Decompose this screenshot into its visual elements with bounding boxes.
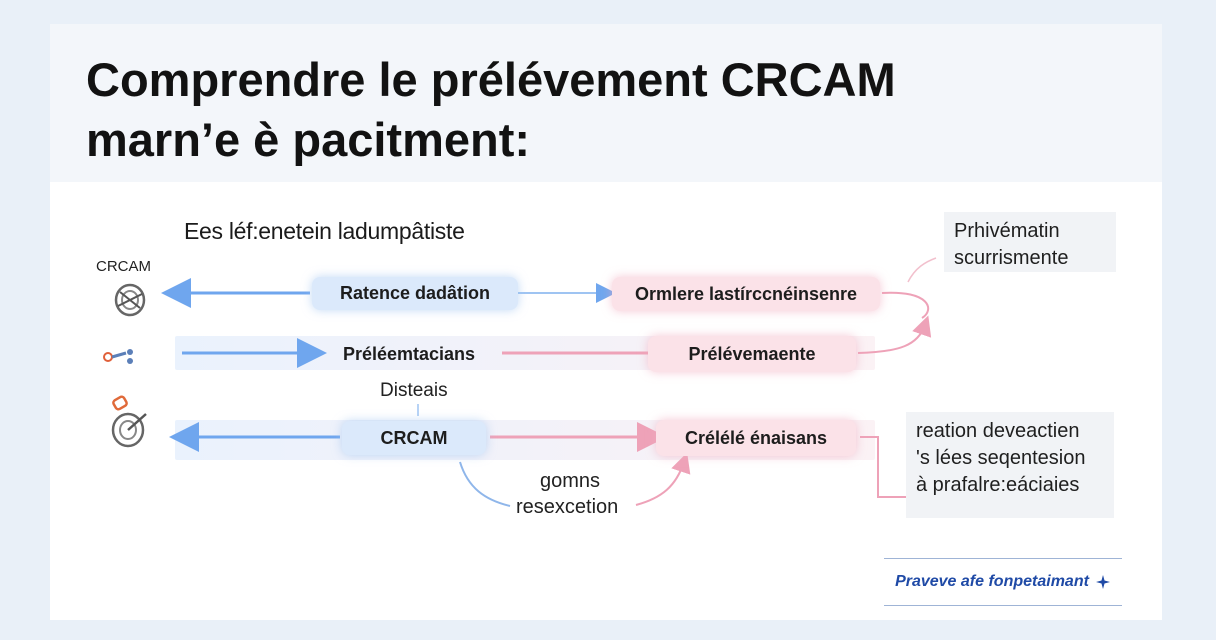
connector-icon: [103, 349, 133, 364]
curve-note-top: [907, 257, 937, 283]
tool-coil-icon: [111, 395, 147, 448]
page-title: Comprendre le prélévement CRCAM marn’e è…: [86, 50, 1086, 170]
bracket-row3-note: [860, 436, 906, 498]
title-line-2: marn’e è pacitment:: [86, 113, 531, 166]
title-line-1: Comprendre le prélévement CRCAM: [86, 53, 896, 106]
curve-down-blue: [459, 461, 511, 507]
label-disteais: Disteais: [380, 380, 448, 401]
note-bottom-line-3: à prafalre:eáciaies: [916, 474, 1080, 496]
crcam-label: CRCAM: [96, 258, 151, 275]
label-resexcetion: resexcetion: [516, 496, 619, 518]
node-row3-blue: CRCAM: [342, 421, 486, 455]
note-bottom-line-2: 's lées seqentesion: [916, 447, 1086, 469]
node-row3-pink: Crélélé énaisans: [656, 420, 856, 456]
node-row2-blue: Préléemtacians: [342, 343, 476, 364]
note-top: Prhivématin scurrismente: [944, 212, 1116, 272]
label-gomns: gomns: [540, 470, 601, 492]
coil-icon: [114, 283, 146, 317]
node-row2-pink: Prélévemaente: [648, 336, 856, 372]
footer-badge: Praveve afe fonpetaimant: [884, 558, 1122, 606]
curve-row1-note: [881, 291, 930, 319]
footer-text: Praveve afe fonpetaimant: [895, 573, 1089, 590]
node-row1-pink: Ormlere lastírccnéinsenre: [612, 277, 880, 311]
section-title: Ees léf:enetein ladumpâtiste: [184, 218, 465, 244]
note-bottom: reation deveactien 's lées seqentesion à…: [906, 412, 1114, 518]
note-bottom-line-1: reation deveactien: [916, 420, 1080, 442]
header-band: [50, 24, 1162, 182]
curve-row2-right: [857, 315, 932, 354]
node-row1-blue: Ratence dadâtion: [312, 277, 518, 310]
note-top-line-1: Prhivématin: [954, 220, 1060, 242]
note-top-line-2: scurrismente: [954, 247, 1069, 269]
curve-up-pink: [635, 452, 691, 506]
sparkle-icon: [1095, 575, 1110, 589]
